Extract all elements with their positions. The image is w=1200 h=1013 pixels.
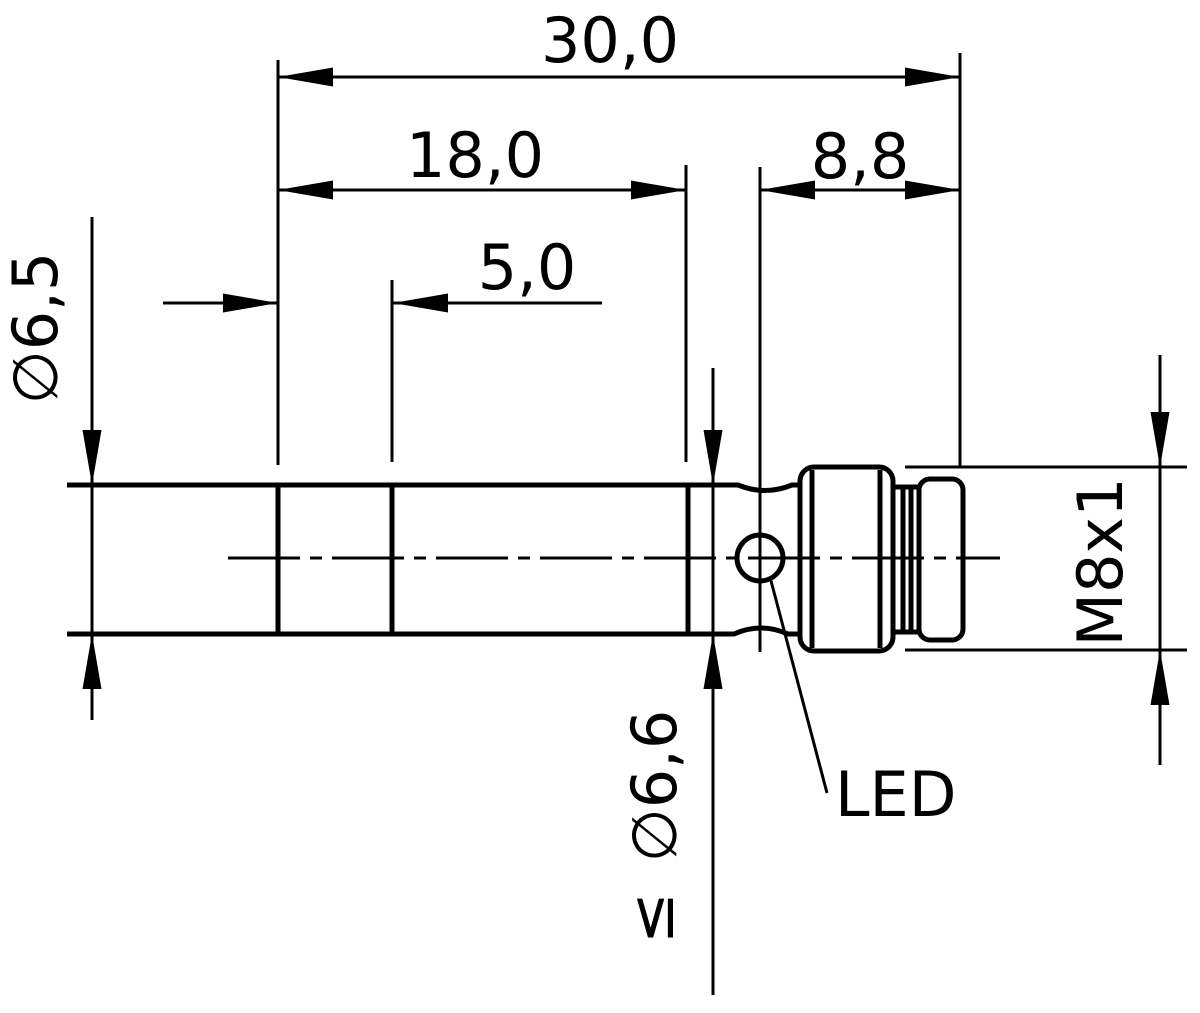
dimension-collar-diameter: ∅6,6 ≤ [615,368,723,995]
dim-text-thread: M8x1 [1064,477,1137,646]
dim-text-overall-length: 30,0 [541,4,679,77]
led-leader-line [768,576,829,794]
dimension-thread: M8x1 [1064,355,1170,765]
dimension-body-length: 18,0 [278,119,686,200]
dimension-front-section: 5,0 [163,231,602,313]
extension-lines [276,53,1187,652]
dimension-connector-length: 8,8 [760,120,960,200]
arrow-up-icon [82,634,102,689]
arrow-down-icon [82,430,102,485]
arrow-left-icon [278,180,333,200]
dim-text-body-diameter: ∅6,5 [0,252,72,405]
arrow-left-icon [393,293,448,313]
dimension-body-diameter: ∅6,5 [0,217,102,720]
led-label: LED [835,758,956,831]
dimension-overall-length: 30,0 [278,4,960,87]
arrow-left-icon [278,67,333,87]
led-callout: LED [768,576,956,831]
dim-text-collar-diameter: ∅6,6 [618,710,691,863]
dim-text-body-length: 18,0 [406,119,544,192]
dim-text-connector-length: 8,8 [811,120,910,193]
dim-text-front-section: 5,0 [478,231,577,304]
arrow-right-icon [905,180,960,200]
arrow-up-icon [703,634,723,689]
arrow-right-icon [223,293,278,313]
body-top-edge [67,482,800,493]
arrow-down-icon [703,430,723,485]
arrow-left-icon [760,180,815,200]
arrow-right-icon [631,180,686,200]
arrow-down-icon [1150,412,1170,467]
arrow-right-icon [905,67,960,87]
dim-text-collar-qualifier: ≤ [615,892,688,944]
arrow-up-icon [1150,650,1170,705]
